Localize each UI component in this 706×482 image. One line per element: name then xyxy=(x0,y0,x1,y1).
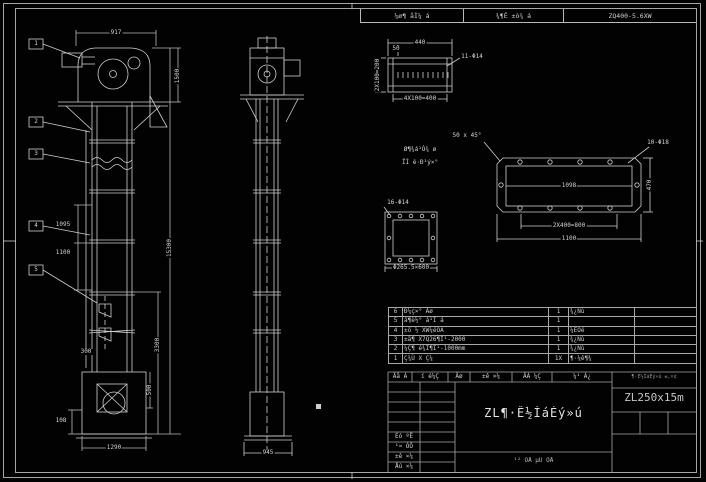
parts-table-cell: 5 xyxy=(388,316,403,327)
parts-table-cell: ±ä¶ X7Q26¶Ï¹-2000 xyxy=(402,334,549,346)
parts-table-cell: ¼ÊÒé xyxy=(568,325,635,336)
drawing-title: ZL¶·Ê½ÌáÉý»ú xyxy=(484,406,583,420)
parts-table-cell: ±ö ½ XW¼éÖÂ xyxy=(402,325,549,336)
parts-table-cell: 1 xyxy=(548,325,569,336)
parts-table-cell xyxy=(634,325,697,336)
sheet-count-note: ¹² ÕÅ µÚ ÕÅ xyxy=(513,457,554,464)
parts-table-cell: 1 xyxy=(548,306,569,318)
parts-table-cell: ¼Ç¶ é¾Ï¶Ï¹-1000mm xyxy=(402,344,549,355)
parts-table-cell: 6 xyxy=(388,306,403,318)
parts-table-cell: ¶·¼ê¶¾ xyxy=(568,353,635,364)
front-view xyxy=(58,47,168,439)
parts-table-cell: ¾¿Ñù xyxy=(568,334,635,346)
header-strip-cell: ¼ø¶ åÌ¼ á xyxy=(394,11,430,20)
parts-table-cell xyxy=(634,344,697,355)
parts-table-cell: 4 xyxy=(388,325,403,336)
sheet-frame xyxy=(3,3,703,479)
detail-channel-section xyxy=(375,39,461,102)
parts-table-cell: ä¶è½° á¹Í á xyxy=(402,316,549,327)
parts-table-cell xyxy=(634,306,697,318)
drawing-model-number: ZL250x15m xyxy=(624,391,684,404)
parts-table-cell xyxy=(634,353,697,364)
parts-table-cell: Ð¼ç×° Äø xyxy=(402,306,549,318)
side-view xyxy=(240,36,304,456)
drawing-model-note: ¶·Ê½ÌáÉý»ú ±,×¢ xyxy=(631,374,677,380)
parts-table-cell xyxy=(634,334,697,346)
front-view-dims xyxy=(68,30,181,451)
parts-table-cell: 3 xyxy=(388,334,403,346)
detail-square-flange xyxy=(383,206,438,272)
header-strip-cell: ZQ400-5.6XW xyxy=(563,9,696,22)
parts-table-cell: 1 xyxy=(388,353,403,364)
parts-table-cell: 1 xyxy=(548,334,569,346)
parts-table-cell: 2 xyxy=(388,344,403,355)
parts-table-cell: ¾¿Ñù xyxy=(568,306,635,318)
detail-base-plate xyxy=(483,141,653,242)
header-strip-cell: ¾¶Ê ±ò¾ á xyxy=(463,9,563,22)
title-block-lines xyxy=(387,371,696,472)
parts-table-cell: Ç¾Ù X Ç¼ xyxy=(402,353,549,364)
parts-table-cell: 1 xyxy=(548,316,569,327)
parts-table-cell: 1X xyxy=(548,353,569,364)
parts-table-cell: 1 xyxy=(548,344,569,355)
parts-table-cell xyxy=(634,316,697,327)
parts-table-cell xyxy=(568,316,635,327)
balloon-boxes xyxy=(28,38,98,304)
parts-table-cell: ¾¿Ñù xyxy=(568,344,635,355)
solid-mark xyxy=(316,404,321,409)
